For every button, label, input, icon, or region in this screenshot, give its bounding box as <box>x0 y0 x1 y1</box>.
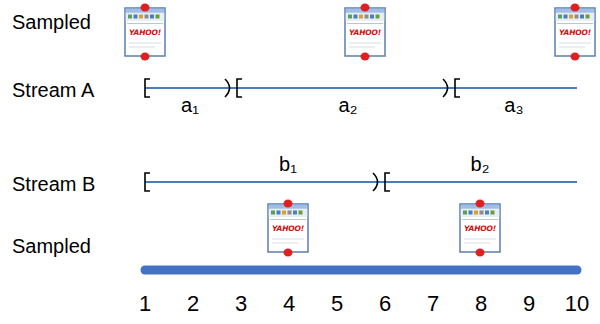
logo-text: YAHOO! <box>464 225 496 233</box>
row-label: Sampled <box>12 12 91 32</box>
logo-text: YAHOO! <box>349 29 381 37</box>
row-label: Stream A <box>12 80 94 100</box>
axis-tick: 5 <box>331 293 343 315</box>
axis-tick: 7 <box>427 293 439 315</box>
logo-text: YAHOO! <box>559 29 591 37</box>
row-label: Sampled <box>12 236 91 256</box>
interval-label: a₁ <box>181 95 199 115</box>
axis-tick: 3 <box>235 293 247 315</box>
axis-tick: 8 <box>475 293 487 315</box>
logo-text: YAHOO! <box>129 29 161 37</box>
browser-icon <box>345 4 385 61</box>
interval-label: b₂ <box>471 154 490 174</box>
axis-tick: 10 <box>565 293 589 315</box>
axis-tick: 6 <box>379 293 391 315</box>
axis-tick: 4 <box>283 293 295 315</box>
interval-label: b₁ <box>279 154 297 174</box>
stream-line <box>145 181 577 183</box>
axis-tick: 9 <box>523 293 535 315</box>
interval-label: a₂ <box>339 95 358 115</box>
axis-tick: 1 <box>139 293 151 315</box>
time-axis <box>145 266 577 275</box>
stream-line <box>145 87 577 89</box>
interval-brackets <box>145 173 390 191</box>
browser-icon <box>555 4 595 61</box>
browser-icon <box>125 4 165 61</box>
interval-label: a₃ <box>504 95 523 115</box>
axis-tick: 2 <box>187 293 199 315</box>
browser-icon <box>460 200 500 257</box>
browser-icon <box>268 200 308 257</box>
row-label: Stream B <box>12 174 95 194</box>
logo-text: YAHOO! <box>272 225 304 233</box>
